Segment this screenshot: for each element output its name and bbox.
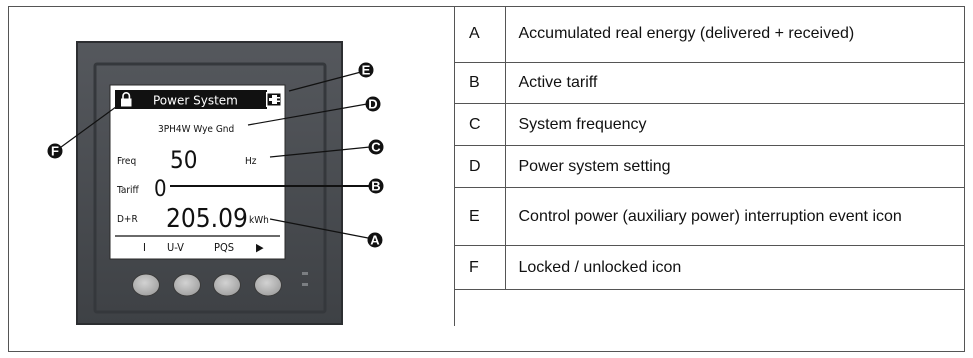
svg-text:B: B xyxy=(371,179,380,194)
legend-row: C System frequency xyxy=(455,103,965,146)
meter-bezel-inner xyxy=(93,62,327,314)
callout-b: B xyxy=(368,178,384,194)
lcd-freq-value: 50 xyxy=(170,146,197,174)
callout-line-f xyxy=(56,103,121,151)
callout-line-e xyxy=(288,71,362,92)
callout-line-d xyxy=(247,103,368,126)
svg-text:A: A xyxy=(370,233,380,248)
legend-row: D Power system setting xyxy=(455,145,965,188)
lcd-power-system-setting: 3PH4W Wye Gnd xyxy=(158,124,234,135)
status-led-top xyxy=(302,272,308,275)
right-arrow-icon[interactable]: ▶ xyxy=(256,241,264,254)
legend-description: Locked / unlocked icon xyxy=(505,245,965,290)
lcd-menu-item-i[interactable]: I xyxy=(143,241,146,254)
svg-text:E: E xyxy=(362,63,371,78)
meter-button-3[interactable] xyxy=(213,273,241,297)
callout-c: C xyxy=(368,139,384,155)
legend-description: System frequency xyxy=(505,103,965,146)
legend-key: F xyxy=(455,245,506,290)
plug-icon xyxy=(266,92,282,107)
svg-text:D: D xyxy=(368,97,377,112)
legend-key: E xyxy=(455,187,506,246)
legend-key: C xyxy=(455,103,506,146)
legend-row: A Accumulated real energy (delivered + r… xyxy=(455,6,965,63)
lcd-header-bar xyxy=(115,90,267,109)
legend-table: A Accumulated real energy (delivered + r… xyxy=(455,6,965,290)
meter-button-2[interactable] xyxy=(173,273,201,297)
lcd-tariff-value: 0 xyxy=(154,177,167,202)
lcd-freq-unit: Hz xyxy=(245,156,257,167)
legend-description: Control power (auxiliary power) interrup… xyxy=(505,187,965,246)
svg-text:F: F xyxy=(51,144,59,159)
callout-d: D xyxy=(365,96,381,112)
lcd-screen xyxy=(109,84,286,260)
lcd-energy-label: D+R xyxy=(117,214,138,225)
lcd-freq-label: Freq xyxy=(117,156,136,167)
callout-line-a xyxy=(269,218,369,239)
callout-e: E xyxy=(358,62,374,78)
legend-row: F Locked / unlocked icon xyxy=(455,245,965,290)
legend-key: D xyxy=(455,145,506,188)
lcd-energy-value: 205.09 xyxy=(166,204,248,234)
callout-line-c xyxy=(269,146,371,158)
svg-text:C: C xyxy=(371,140,381,155)
meter-button-4[interactable] xyxy=(254,273,282,297)
figure-divider xyxy=(454,6,455,326)
callout-a: A xyxy=(367,232,383,248)
meter-illustration: Power System 3PH4W Wye Gnd Freq 50 Hz Ta… xyxy=(47,41,384,325)
callout-f: F xyxy=(47,143,63,159)
legend-description: Accumulated real energy (delivered + rec… xyxy=(505,6,965,63)
legend-key: B xyxy=(455,62,506,104)
lcd-menu-item-pqs[interactable]: PQS xyxy=(214,241,234,254)
lock-icon xyxy=(121,92,132,107)
legend-row: E Control power (auxiliary power) interr… xyxy=(455,187,965,246)
meter-button-1[interactable] xyxy=(132,273,160,297)
legend-description: Active tariff xyxy=(505,62,965,104)
legend-key: A xyxy=(455,6,506,63)
lcd-tariff-label: Tariff xyxy=(116,185,140,196)
lcd-energy-unit: kWh xyxy=(249,215,269,226)
lcd-menu-item-uv[interactable]: U-V xyxy=(167,241,184,254)
legend-description: Power system setting xyxy=(505,145,965,188)
status-led-bottom xyxy=(302,283,308,286)
lcd-header-title: Power System xyxy=(153,94,238,108)
legend-row: B Active tariff xyxy=(455,62,965,104)
